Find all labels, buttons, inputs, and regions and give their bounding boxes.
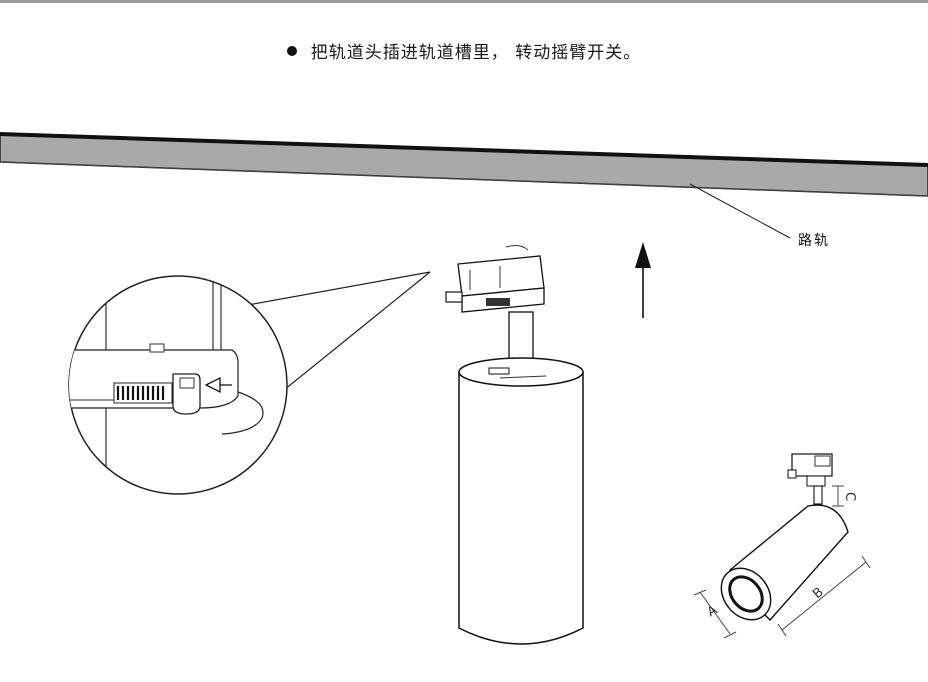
- top-divider: [0, 0, 928, 3]
- up-arrow-icon: [635, 242, 651, 318]
- zoom-detail-circle: [68, 275, 288, 495]
- small-spotlight: [720, 453, 849, 622]
- bullet-dot: [286, 46, 297, 56]
- instruction-text: 把轨道头插进轨道槽里， 转动摇臂开关。: [310, 43, 642, 63]
- main-spotlight: [445, 245, 584, 645]
- zoom-callout-lines: [247, 271, 431, 391]
- track-label: 路轨: [798, 233, 830, 249]
- track-leader-line: [689, 183, 791, 239]
- dimension-c-label: C: [842, 491, 858, 502]
- instruction-line: 把轨道头插进轨道槽里， 转动摇臂开关。: [0, 38, 928, 63]
- dimension-lines: [693, 485, 871, 639]
- track-rail: [0, 132, 928, 197]
